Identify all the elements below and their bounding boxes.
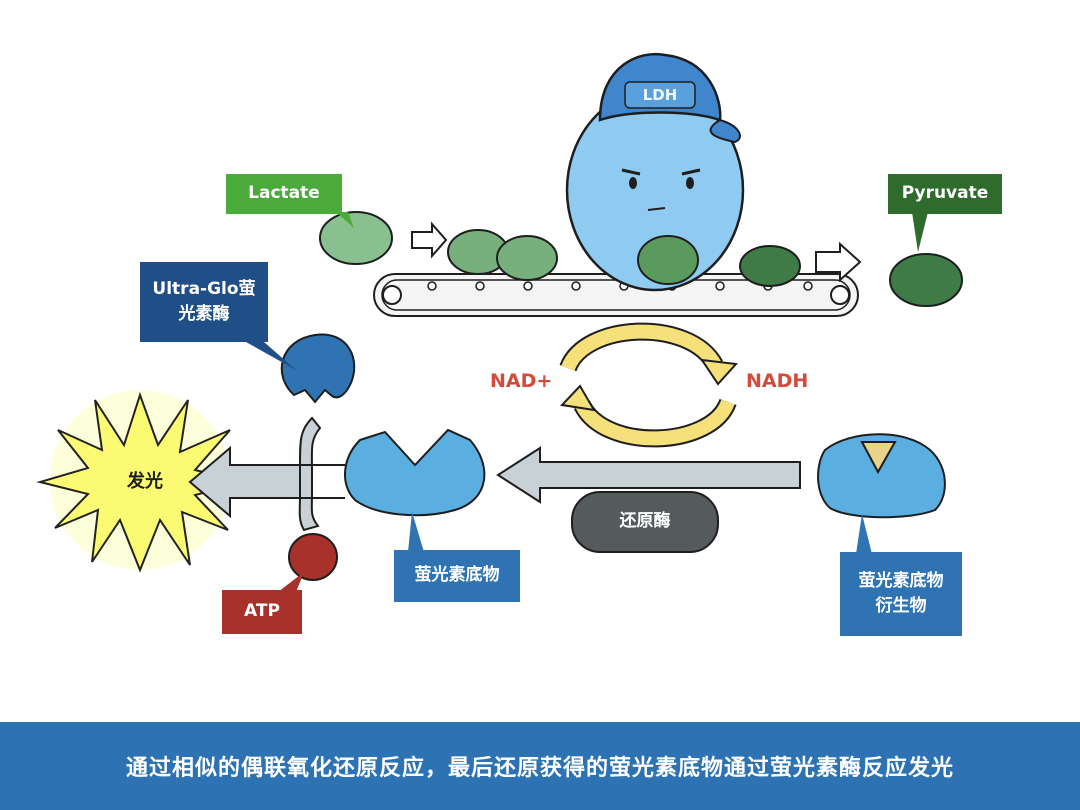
- light-burst: [36, 390, 246, 573]
- conveyor-belt: [373, 273, 859, 317]
- derivative-substrate: [817, 433, 946, 519]
- luciferin-label-box: [394, 550, 520, 602]
- nadh-label: NADH: [746, 370, 809, 392]
- pyruvate-label-box: [888, 174, 1002, 214]
- caption: 通过相似的偶联氧化还原反应，最后还原获得的萤光素底物通过萤光素酶反应发光: [125, 756, 954, 781]
- footer-bar: 通过相似的偶联氧化还原反应，最后还原获得的萤光素底物通过萤光素酶反应发光: [0, 722, 1080, 810]
- conversion-arrow: [496, 446, 801, 504]
- derivative-label: 萤光素底物 衍生物: [858, 570, 944, 617]
- lactate-label-box: [226, 174, 342, 214]
- atp-molecule: [288, 533, 338, 581]
- luciferin-label: 萤光素底物: [414, 565, 500, 586]
- atp-callout: [278, 572, 304, 592]
- small-arrow: [815, 241, 862, 283]
- lactate-label: Lactate: [248, 183, 320, 204]
- lactate-molecule: [319, 211, 393, 265]
- derivative-callout: [856, 514, 872, 554]
- derivative-cap: [860, 441, 897, 475]
- ultraglo-enzyme: [280, 333, 356, 404]
- atp-label: ATP: [244, 601, 280, 622]
- nad-plus-label: NAD+: [490, 370, 553, 392]
- ldh-character: [565, 52, 745, 292]
- pyruvate-callout: [912, 212, 928, 252]
- luciferin-callout: [408, 512, 424, 552]
- atp-label-box: [222, 590, 302, 634]
- light-label: 发光: [127, 470, 163, 492]
- output-arrow: [188, 445, 301, 519]
- luciferin-substrate: [343, 428, 486, 517]
- pyruvate-label: Pyruvate: [901, 183, 989, 204]
- pyruvate-molecule: [889, 253, 963, 307]
- ultraglo-callout: [246, 342, 296, 370]
- processing-molecule: [637, 235, 699, 285]
- ldh-hat-label: LDH: [642, 85, 678, 104]
- small-arrow: [411, 221, 448, 259]
- derivative-label-box: [840, 552, 962, 636]
- nad-cycle: [559, 322, 739, 448]
- lactate-molecule: [496, 235, 558, 281]
- ultraglo-label-box: [140, 262, 268, 342]
- reductase-label: 还原酶: [619, 511, 671, 532]
- merge-branch: [298, 416, 322, 532]
- ultraglo-label: Ultra-Glo萤 光素酶: [152, 278, 256, 325]
- lactate-callout: [336, 212, 354, 228]
- reductase-enzyme: [571, 491, 719, 553]
- pyruvate-molecule: [739, 245, 801, 287]
